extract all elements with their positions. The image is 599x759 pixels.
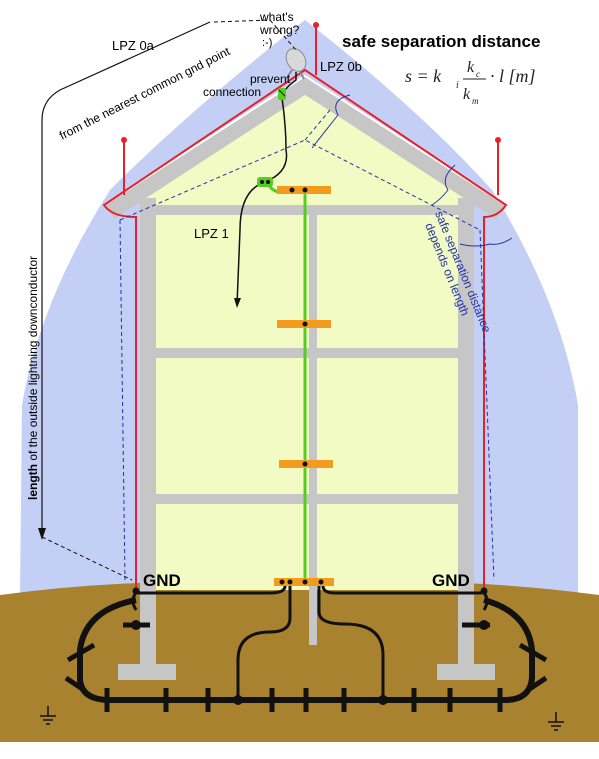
center-post [309,205,317,645]
label-lpz0a: LPZ 0a [112,38,155,53]
length-arrow [41,21,211,535]
guide-lines [41,19,297,581]
gnd-label-right: GND [432,571,470,590]
earth-ground-icon-right [548,712,564,731]
prevent-line1: prevent [250,72,291,86]
cable-clamp [257,177,273,187]
ground-soil [0,581,599,742]
length-bold: length [26,464,40,500]
formula-lhs: s = k [405,66,442,86]
clamp-terminal-1 [260,180,264,184]
bonding-terminal-1 [289,187,295,193]
air-rod-left-tip [121,137,127,143]
left-footing [118,664,176,680]
air-rod-right-tip [495,137,501,143]
ground-joint-right [480,587,488,595]
ground-joint-left [132,587,140,595]
floor-1 [140,205,474,215]
floor-2 [140,348,474,358]
separation-braces [311,94,513,247]
clamp-terminal-2 [266,180,270,184]
bonding-terminal-2 [302,187,308,193]
length-label: length of the outside lightning downcond… [26,256,40,500]
label-lpz0b: LPZ 0b [320,59,362,74]
ground-lead-center-right [317,586,385,700]
floor-3 [140,494,474,504]
ring-clamps [64,622,548,712]
formula-tail: · l [m] [490,66,536,86]
ground-lead-center-left [236,586,292,700]
formula-denominator: k [463,86,471,103]
air-rod-center-tip [313,22,319,28]
roof-edge [103,74,507,206]
formula-den-sub: m [472,96,479,106]
antenna-icon [285,48,307,80]
left-wall [140,198,156,668]
earth-ground-icon [40,706,56,725]
safe-distance-formula: s = k i k c k m · l [m] [405,59,536,106]
cable-arrowhead [234,298,241,308]
right-footing [437,664,495,680]
length-arrowhead [38,528,46,540]
roof-structure [105,75,505,219]
formula-num-sub: c [476,69,480,79]
formula-k-sub: i [456,80,459,91]
gnd-label-left: GND [143,571,181,590]
spd-indicator [278,89,286,97]
separation-distance-lines [119,109,495,581]
formula-numerator: k [467,59,475,76]
label-lpz1: LPZ 1 [194,226,229,241]
bonding-terminal-3 [302,321,308,327]
whats-wrong-line2: wrong? [259,23,300,37]
smiley: :-) [262,37,272,49]
air-termination-conductor [102,68,508,590]
prevent-line2: connection [203,85,261,99]
whats-wrong-line1: what's [259,10,294,24]
title: safe separation distance [342,32,540,51]
right-wall [458,198,474,668]
length-rest: of the outside lightning downconductor [26,256,40,464]
bonding-terminal-4 [302,461,308,467]
ring-earth-electrode [77,597,535,703]
